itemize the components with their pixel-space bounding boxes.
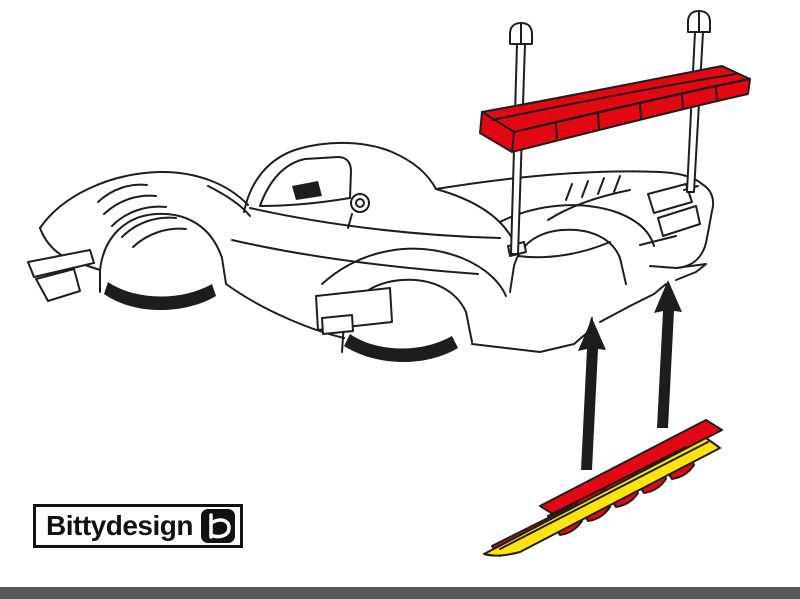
deck-vent: [597, 177, 605, 195]
fender-louver: [111, 205, 167, 227]
fender-louver: [103, 194, 157, 215]
front-canard: [35, 268, 81, 302]
fender-louver: [132, 227, 187, 248]
assembly-arrow-1: [578, 318, 606, 470]
body-top-outline: [39, 170, 249, 229]
bittydesign-logo: Bittydesign: [33, 504, 243, 548]
wing-panel-lines: [491, 73, 737, 139]
near-rear-wheel: [344, 334, 458, 363]
fuel-filler-inner: [355, 198, 365, 208]
deck-top-line: [435, 170, 703, 190]
canopy-outline: [243, 142, 437, 213]
front-wheel-arch: [99, 212, 227, 293]
wing-left-endplate: [479, 111, 515, 153]
screw-shaft: [686, 31, 704, 193]
near-rear-fender: [321, 247, 507, 297]
fender-louver: [121, 216, 177, 238]
fender-louver: [97, 183, 148, 203]
assembly-arrows: [578, 280, 682, 470]
deck-vent: [565, 183, 573, 201]
footer-bar: [0, 587, 800, 599]
hood-crease: [207, 185, 251, 217]
diffuser-yellow-parts: [483, 437, 721, 557]
rear-wing: [479, 65, 751, 153]
tail-detail: [647, 183, 693, 214]
sidepod-vent-small: [321, 314, 354, 335]
tail-detail-line: [639, 235, 677, 246]
rear-diffuser: [483, 419, 723, 557]
sill-line: [225, 283, 345, 339]
deck-crease: [547, 189, 631, 221]
deck-vent: [613, 175, 621, 193]
wing-front-band: [511, 78, 751, 153]
tail-detail: [657, 205, 701, 237]
far-rear-arch: [509, 228, 627, 293]
bittydesign-logo-icon: [200, 509, 235, 543]
car-body-line-art: [27, 142, 715, 363]
assembly-arrow-2: [654, 280, 682, 428]
logo-mark-glyph: [209, 513, 231, 539]
diffuser-plate-line: [499, 441, 709, 550]
fuel-filler-outer: [350, 193, 370, 213]
front-splitter: [27, 249, 95, 278]
front-wheel: [104, 282, 216, 311]
shoulder-line: [249, 207, 501, 239]
side-crease: [231, 239, 479, 275]
logo-text: Bittydesign: [46, 510, 193, 541]
canopy-window: [259, 156, 352, 207]
diffuser-spine: [539, 419, 723, 517]
far-rear-fender: [499, 204, 655, 247]
deck-vent: [581, 180, 589, 198]
cockpit-detail: [292, 181, 322, 200]
